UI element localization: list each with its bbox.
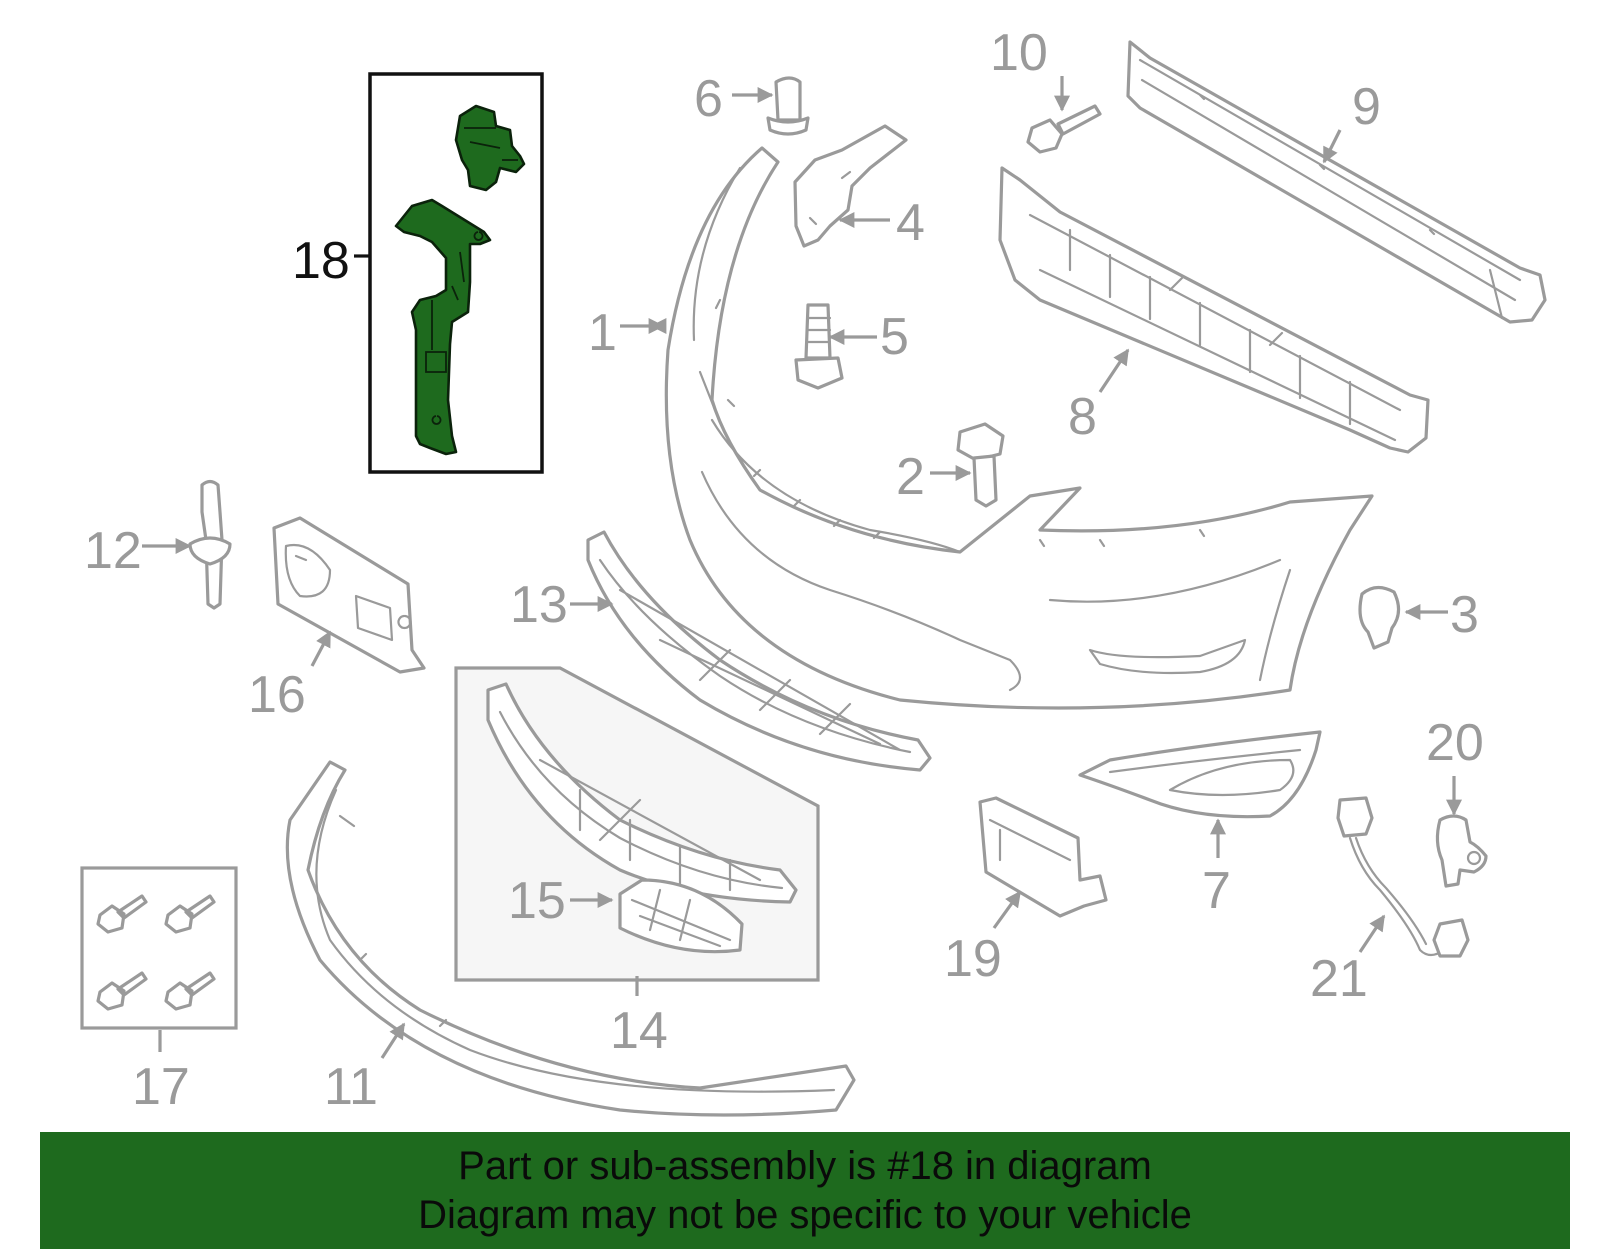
callout-13[interactable]: 13 bbox=[510, 576, 568, 634]
callout-16[interactable]: 16 bbox=[248, 666, 306, 724]
callout-10[interactable]: 10 bbox=[990, 24, 1048, 82]
callout-1[interactable]: 1 bbox=[588, 304, 617, 362]
part-14-grille-assembly[interactable] bbox=[454, 666, 820, 982]
part-18-sensor bbox=[454, 104, 526, 192]
callout-18[interactable]: 18 bbox=[292, 232, 350, 290]
callout-17[interactable]: 17 bbox=[132, 1058, 190, 1116]
leaders bbox=[142, 76, 1462, 1059]
part-16-license-bracket[interactable] bbox=[272, 516, 426, 674]
info-banner: Part or sub-assembly is #18 in diagram D… bbox=[40, 1132, 1570, 1249]
callout-3[interactable]: 3 bbox=[1450, 586, 1479, 644]
part-18-highlighted[interactable] bbox=[368, 72, 544, 474]
callout-14[interactable]: 14 bbox=[610, 1002, 668, 1060]
callout-4[interactable]: 4 bbox=[896, 194, 925, 252]
part-19-control-module[interactable] bbox=[978, 796, 1108, 918]
callout-11[interactable]: 11 bbox=[324, 1058, 378, 1116]
part-17-fastener-kit[interactable] bbox=[80, 866, 238, 1030]
callout-8[interactable]: 8 bbox=[1068, 388, 1097, 446]
part-8-energy-absorber[interactable] bbox=[998, 166, 1430, 454]
part-4-side-bracket[interactable] bbox=[793, 124, 908, 248]
callout-5[interactable]: 5 bbox=[880, 308, 909, 366]
part-5-bolt[interactable] bbox=[794, 303, 844, 390]
callout-19[interactable]: 19 bbox=[944, 930, 1002, 988]
part-18-bracket bbox=[394, 198, 492, 456]
part-11-lower-valance[interactable] bbox=[285, 760, 856, 1117]
callout-2[interactable]: 2 bbox=[896, 448, 925, 506]
callout-9[interactable]: 9 bbox=[1352, 78, 1381, 136]
callouts: 1 2 3 4 5 6 7 8 9 10 11 12 13 14 15 16 1… bbox=[84, 24, 1484, 1116]
part-13-lower-grille[interactable] bbox=[586, 530, 932, 772]
part-10-bolt[interactable] bbox=[1026, 104, 1102, 154]
callout-20[interactable]: 20 bbox=[1426, 714, 1484, 772]
callout-21[interactable]: 21 bbox=[1310, 950, 1368, 1008]
callout-7[interactable]: 7 bbox=[1202, 862, 1231, 920]
part-1-bumper-cover[interactable] bbox=[664, 146, 1374, 710]
callout-15[interactable]: 15 bbox=[508, 872, 566, 930]
part-3-clip[interactable] bbox=[1358, 585, 1401, 650]
part-2-bolt[interactable] bbox=[956, 422, 1005, 508]
banner-line-1: Part or sub-assembly is #18 in diagram bbox=[458, 1143, 1152, 1188]
part-6-push-pin[interactable] bbox=[766, 76, 810, 136]
part-12-rivet[interactable] bbox=[188, 479, 232, 610]
banner-line-2: Diagram may not be specific to your vehi… bbox=[418, 1192, 1192, 1237]
part-21-wiring-harness[interactable] bbox=[1336, 796, 1470, 958]
callout-12[interactable]: 12 bbox=[84, 522, 142, 580]
callout-6[interactable]: 6 bbox=[694, 70, 723, 128]
part-20-parking-sensor[interactable] bbox=[1435, 814, 1488, 888]
part-7-fog-lamp-bezel[interactable] bbox=[1078, 730, 1322, 819]
